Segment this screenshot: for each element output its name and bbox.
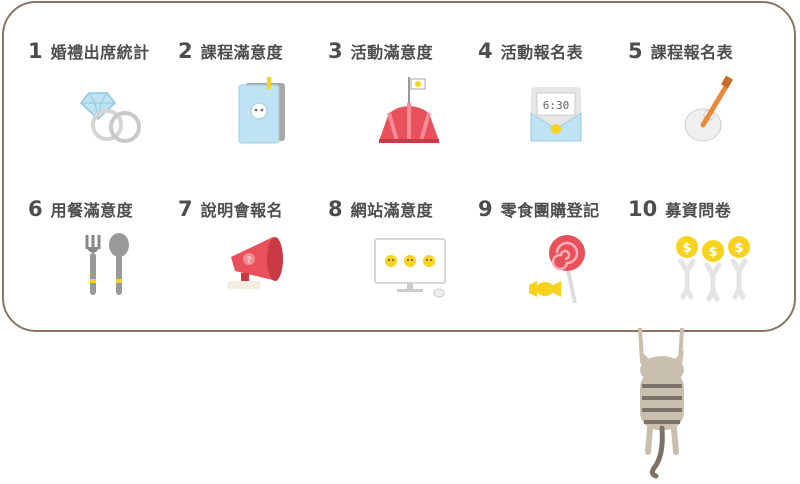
hanging-cat-illustration: [628, 326, 698, 480]
template-item-event-satisfaction[interactable]: 3 活動滿意度: [328, 39, 478, 197]
guitar-icon: [673, 73, 753, 153]
item-number: 4: [478, 39, 493, 63]
svg-text:$: $: [682, 241, 691, 256]
item-label: 說明會報名: [200, 201, 284, 220]
svg-text:$: $: [734, 241, 743, 256]
monitor-smileys-icon: [373, 231, 453, 311]
wedding-rings-icon: [73, 73, 153, 153]
item-number: 5: [628, 39, 643, 63]
item-number: 7: [178, 197, 193, 221]
item-number: 1: [28, 39, 43, 63]
template-item-snack-group-buy[interactable]: 9 零食團購登記: [478, 197, 628, 329]
item-number: 9: [478, 197, 493, 221]
template-item-course-registration[interactable]: 5 課程報名表: [628, 39, 778, 197]
invitation-envelope-icon: 6:30: [523, 73, 603, 153]
item-label: 課程報名表: [650, 43, 734, 62]
template-item-dining-satisfaction[interactable]: 6 用餐滿意度: [28, 197, 178, 329]
item-label: 用餐滿意度: [50, 201, 134, 220]
item-label: 零食團購登記: [500, 201, 600, 220]
item-label: 活動滿意度: [350, 43, 434, 62]
fork-spoon-icon: [73, 231, 153, 311]
item-label: 課程滿意度: [200, 43, 284, 62]
item-label: 網站滿意度: [350, 201, 434, 220]
item-label: 活動報名表: [500, 43, 584, 62]
template-item-course-satisfaction[interactable]: 2 課程滿意度: [178, 39, 328, 197]
template-item-crowdfunding-survey[interactable]: 10 募資問卷 $ $ $: [628, 197, 778, 329]
book-icon: [223, 73, 303, 153]
template-panel: 1 婚禮出席統計 2 課程滿意度: [2, 1, 796, 332]
template-item-wedding-attendance[interactable]: 1 婚禮出席統計: [28, 39, 178, 197]
svg-text:6:30: 6:30: [543, 99, 570, 112]
svg-text:?: ?: [247, 256, 252, 266]
template-item-event-registration[interactable]: 4 活動報名表 6:30: [478, 39, 628, 197]
item-label: 婚禮出席統計: [50, 43, 150, 62]
circus-tent-icon: [373, 73, 453, 153]
svg-text:$: $: [708, 245, 717, 260]
item-number: 3: [328, 39, 343, 63]
template-item-seminar-registration[interactable]: 7 說明會報名 ?: [178, 197, 328, 329]
coins-people-icon: $ $ $: [673, 231, 753, 311]
item-number: 6: [28, 197, 43, 221]
item-label: 募資問卷: [665, 201, 732, 220]
item-number: 8: [328, 197, 343, 221]
template-item-website-satisfaction[interactable]: 8 網站滿意度: [328, 197, 478, 329]
item-number: 2: [178, 39, 193, 63]
template-grid: 1 婚禮出席統計 2 課程滿意度: [28, 39, 788, 329]
megaphone-icon: ?: [223, 231, 303, 311]
item-number: 10: [628, 197, 658, 221]
lollipop-candy-icon: [523, 231, 603, 311]
